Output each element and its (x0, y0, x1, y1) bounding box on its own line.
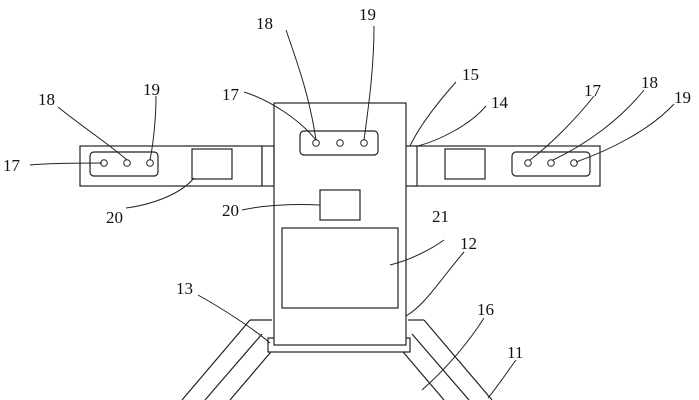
center-hole-17 (312, 139, 320, 147)
right-arm-connector (404, 145, 418, 187)
center-hole-18 (336, 139, 344, 147)
right-hole-17 (524, 159, 532, 167)
right-leg (397, 319, 493, 400)
label-17-left: 17 (3, 156, 21, 175)
label-19-center: 19 (359, 5, 376, 24)
label-17-right: 17 (584, 81, 602, 100)
label-12: 12 (460, 234, 477, 253)
center-hole-19 (360, 139, 368, 147)
label-13: 13 (176, 279, 193, 298)
label-18-left: 18 (38, 90, 55, 109)
label-18-center: 18 (256, 14, 273, 33)
label-18-right: 18 (641, 73, 658, 92)
left-hole-18 (123, 159, 131, 167)
display-panel-21 (281, 227, 399, 309)
label-14: 14 (491, 93, 509, 112)
label-19-right: 19 (674, 88, 691, 107)
label-11: 11 (507, 343, 523, 362)
label-20-center: 20 (222, 201, 239, 220)
left-sensor-20 (191, 148, 233, 180)
right-hole-19 (570, 159, 578, 167)
label-19-left: 19 (143, 80, 160, 99)
label-16: 16 (477, 300, 494, 319)
right-sensor (444, 148, 486, 180)
label-15: 15 (462, 65, 479, 84)
label-17-center: 17 (222, 85, 240, 104)
label-20-left: 20 (106, 208, 123, 227)
right-hole-18 (547, 159, 555, 167)
left-hole-19 (146, 159, 154, 167)
label-21: 21 (432, 207, 449, 226)
center-sensor-20 (319, 189, 361, 221)
left-leg (181, 319, 277, 400)
leader-lines (29, 25, 675, 399)
left-arm-connector (261, 145, 275, 187)
